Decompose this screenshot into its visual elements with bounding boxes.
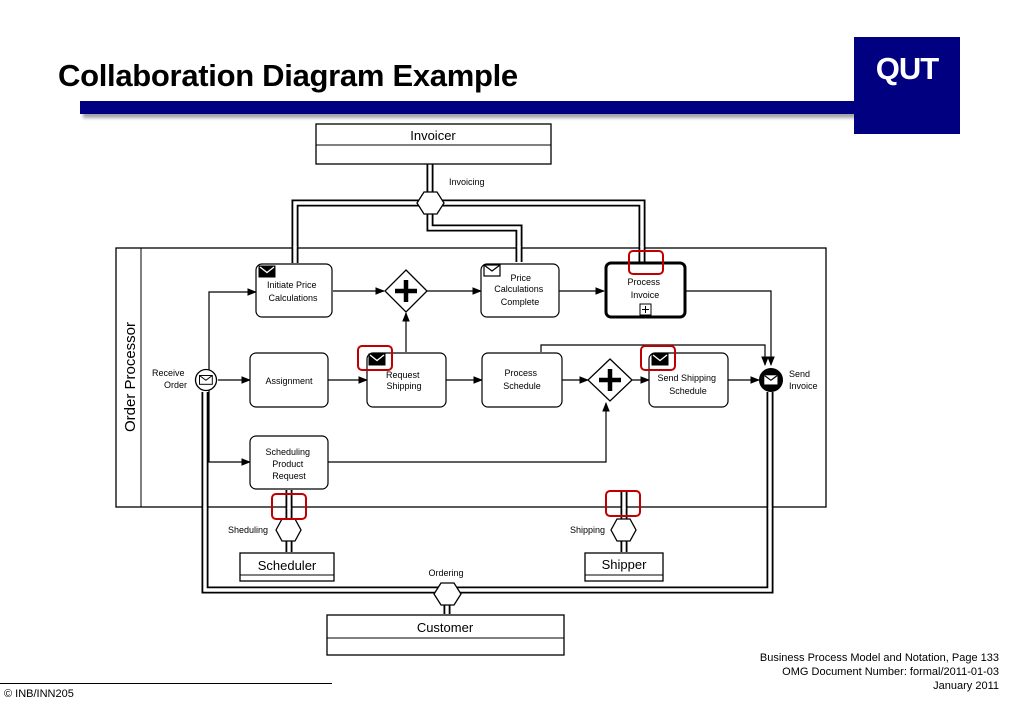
conversation-links-inner (201, 246, 774, 509)
subprocess-process-invoice-label: Process Invoice (627, 277, 662, 300)
conversation-ordering: Ordering (428, 568, 464, 606)
parallel-gateway-2 (587, 358, 633, 402)
qut-logo: QUT (854, 37, 960, 134)
pool-scheduler-label: Scheduler (258, 558, 317, 573)
task-process-schedule: Process Schedule (481, 352, 563, 408)
task-scheduling-request-label: Scheduling Product Request (265, 447, 312, 481)
start-event-label: Receive Order (152, 368, 187, 390)
pool-invoicer: Invoicer (315, 123, 552, 165)
pool-invoicer-label: Invoicer (410, 128, 456, 143)
highlight-request-shipping (357, 345, 393, 371)
footer-divider (0, 683, 332, 684)
title-underline-bar (80, 101, 854, 114)
task-price-complete-label: Price Calculations Complete (494, 273, 546, 307)
task-request-shipping-label: Request Shipping (386, 370, 422, 391)
task-scheduling-product-request: Scheduling Product Request (249, 435, 329, 490)
end-event-label: Send Invoice (789, 369, 818, 391)
reference-line-1: Business Process Model and Notation, Pag… (759, 652, 999, 664)
reference-note: Business Process Model and Notation, Pag… (760, 651, 999, 693)
start-event-receive-order: Receive Order (152, 368, 218, 392)
logo-text: QUT (875, 51, 939, 86)
conversation-ordering-label: Ordering (428, 568, 463, 578)
conversation-scheduling: Sheduling (228, 518, 302, 542)
task-assignment: Assignment (249, 352, 329, 408)
task-initiate-price-calculations: Initiate Price Calculations (255, 263, 333, 318)
conversation-shipping: Shipping (570, 518, 637, 542)
pool-customer: Customer (326, 614, 565, 656)
collapsed-subprocess-plus-icon (639, 303, 652, 316)
pool-shipper: Shipper (584, 552, 664, 582)
highlight-send-shipping (640, 345, 676, 371)
task-price-calculations-complete: Price Calculations Complete (480, 263, 560, 318)
task-assignment-label: Assignment (265, 376, 313, 386)
reference-line-3: January 2011 (933, 680, 999, 692)
sequence-flows (208, 287, 775, 466)
highlight-scheduler-link (271, 493, 307, 520)
conversation-invoicing-label: Invoicing (449, 177, 485, 187)
pool-order-processor-label: Order Processor (122, 322, 139, 432)
pool-scheduler: Scheduler (239, 552, 335, 582)
highlight-shipper-link (605, 490, 641, 517)
task-send-shipping-schedule: Send Shipping Schedule (648, 352, 729, 408)
task-process-schedule-label: Process Schedule (503, 368, 541, 391)
reference-line-2: OMG Document Number: formal/2011-01-03 (782, 666, 999, 678)
end-event-send-invoice: Send Invoice (759, 368, 818, 392)
copyright-notice: © INB/INN205 (4, 688, 74, 700)
highlight-boxes (271, 250, 676, 520)
highlight-process-invoice (628, 250, 664, 275)
subprocess-process-invoice: Process Invoice (604, 261, 687, 319)
pool-shipper-label: Shipper (602, 557, 647, 572)
pool-customer-label: Customer (417, 620, 474, 635)
task-send-shipping-label: Send Shipping Schedule (657, 373, 718, 396)
conversation-shipping-label: Shipping (570, 525, 605, 535)
conversation-invoicing: Invoicing (416, 177, 485, 215)
parallel-gateway-1 (384, 269, 428, 313)
conversation-scheduling-label: Sheduling (228, 525, 268, 535)
task-initiate-price-label: Initiate Price Calculations (267, 280, 319, 303)
slide-title: Collaboration Diagram Example (58, 58, 518, 93)
task-request-shipping: Request Shipping (366, 352, 447, 408)
